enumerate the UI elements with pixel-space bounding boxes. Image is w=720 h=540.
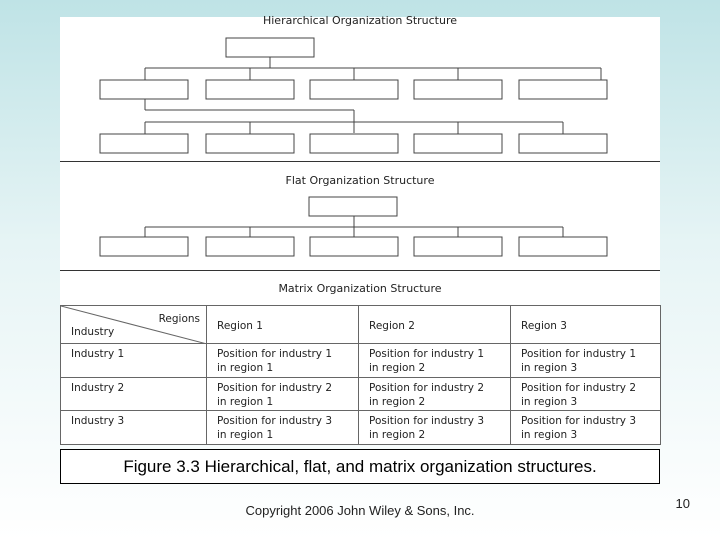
row-header: Industry 3 bbox=[60, 410, 207, 445]
hier-level3-box bbox=[518, 133, 608, 154]
column-header: Region 2 bbox=[358, 305, 511, 344]
flat-chart bbox=[99, 196, 608, 257]
matrix-title: Matrix Organization Structure bbox=[278, 282, 442, 295]
divider bbox=[60, 161, 660, 162]
hierarchical-title: Hierarchical Organization Structure bbox=[262, 14, 458, 27]
hier-level3-box bbox=[205, 133, 295, 154]
flat-member-box bbox=[205, 236, 295, 257]
hier-level3-box bbox=[413, 133, 503, 154]
copyright-notice: Copyright 2006 John Wiley & Sons, Inc. bbox=[245, 503, 475, 518]
divider bbox=[60, 270, 660, 271]
industry-axis-label: Industry bbox=[71, 326, 115, 338]
column-header: Region 3 bbox=[510, 305, 661, 344]
row-header: Industry 1 bbox=[60, 343, 207, 378]
hier-level2-box bbox=[205, 79, 295, 100]
flat-member-box bbox=[413, 236, 503, 257]
hier-level3-box bbox=[309, 133, 399, 154]
flat-member-box bbox=[309, 236, 399, 257]
page-number: 10 bbox=[675, 496, 690, 511]
hier-level2-box bbox=[518, 79, 608, 100]
row-header: Industry 2 bbox=[60, 376, 207, 412]
org-structure-figure: Hierarchical Organization Structure Flat… bbox=[60, 14, 661, 445]
flat-member-box bbox=[518, 236, 608, 257]
column-header: Region 1 bbox=[206, 305, 359, 344]
hierarchical-chart bbox=[99, 37, 608, 154]
hier-level2-box bbox=[309, 79, 399, 100]
flat-member-box bbox=[99, 236, 189, 257]
regions-axis-label: Regions bbox=[158, 313, 200, 325]
hier-level2-box bbox=[413, 79, 503, 100]
flat-top-box bbox=[308, 196, 398, 217]
figure-caption: Figure 3.3 Hierarchical, flat, and matri… bbox=[60, 449, 660, 484]
hier-level3-box bbox=[99, 133, 189, 154]
matrix-table: Regions Industry Region 1 Region 2 Regio… bbox=[60, 305, 661, 445]
matrix-corner-cell: Regions Industry bbox=[60, 305, 207, 344]
flat-title: Flat Organization Structure bbox=[285, 174, 435, 187]
hier-level2-box bbox=[99, 79, 189, 100]
